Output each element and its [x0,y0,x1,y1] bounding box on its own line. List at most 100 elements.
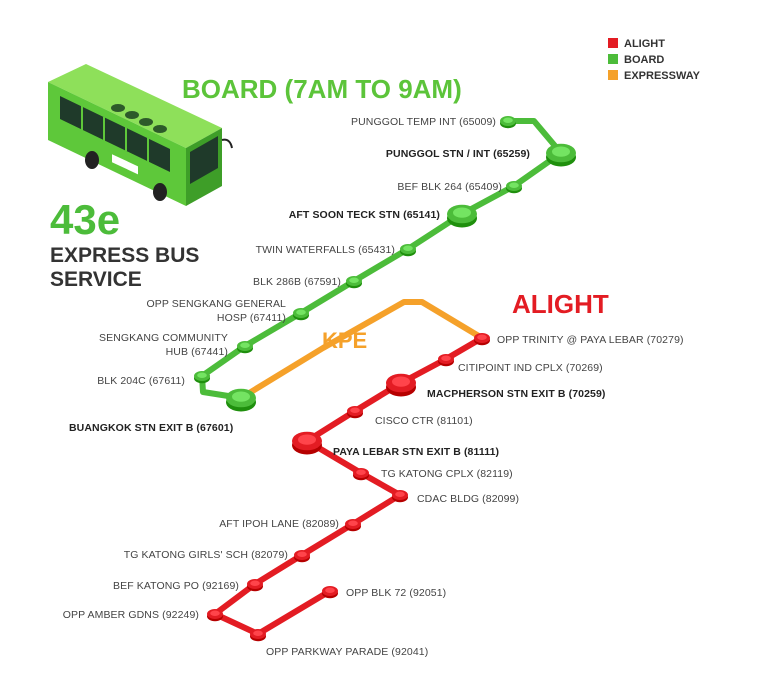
stop-19: TG KATONG GIRLS' SCH (82079) [124,549,310,563]
stop-label-line: AFT SOON TECK STN (65141) [289,209,440,221]
stop-marker-highlight [441,355,451,361]
stop-marker-highlight [403,245,413,251]
stop-label: TG KATONG CPLX (82119) [381,468,513,480]
stop-marker-highlight [509,182,519,188]
stop-marker-highlight [240,342,250,348]
stop-22: OPP PARKWAY PARADE (92041) [250,629,428,658]
board-heading: BOARD (7AM TO 9AM) [182,74,462,104]
stop-label: BLK 204C (67611) [97,375,185,387]
stop-label: BEF BLK 264 (65409) [397,181,502,193]
stop-label-line: PUNGGOL TEMP INT (65009) [351,116,496,128]
stop-marker-highlight [453,207,471,218]
stop-4: AFT SOON TECK STN (65141) [289,204,477,228]
stop-marker-highlight [250,580,260,586]
stop-marker-highlight [232,391,250,402]
stop-marker-highlight [210,610,220,616]
expressway-line [238,299,485,401]
stop-label-line: BEF BLK 264 (65409) [397,181,502,193]
stop-label: BEF KATONG PO (92169) [113,580,239,592]
stop-label-line: TG KATONG GIRLS' SCH (82079) [124,549,288,561]
stop-marker-highlight [296,309,306,315]
stop-label: AFT IPOH LANE (82089) [219,518,339,530]
stop-marker-highlight [356,469,366,475]
service-line2: SERVICE [50,268,142,291]
stop-16: TG KATONG CPLX (82119) [353,468,513,481]
bus-illustration [48,64,233,206]
service-line1: EXPRESS BUS [50,244,199,267]
stop-label-line: AFT IPOH LANE (82089) [219,518,339,530]
stop-label-line: OPP TRINITY @ PAYA LEBAR (70279) [497,334,684,346]
stop-label-line: TWIN WATERFALLS (65431) [256,244,395,256]
stop-label: TG KATONG GIRLS' SCH (82079) [124,549,288,561]
stop-6: BLK 286B (67591) [253,276,362,289]
stop-23: OPP BLK 72 (92051) [322,586,446,599]
legend-label-board: BOARD [624,54,664,66]
stop-5: TWIN WATERFALLS (65431) [256,244,416,257]
legend-swatch-board [608,54,618,64]
legend-label-expressway: EXPRESSWAY [624,70,701,82]
stop-label-line: TG KATONG CPLX (82119) [381,468,513,480]
stop-marker-highlight [325,587,335,593]
stop-label: PUNGGOL TEMP INT (65009) [351,116,496,128]
stop-8: SENGKANG COMMUNITY HUB (67441) [99,332,253,358]
stop-label-line: HOSP (67411) [217,312,286,324]
stop-marker-highlight [297,551,307,557]
service-number: 43e [50,196,120,243]
board-line [199,118,564,401]
stop-label: OPP BLK 72 (92051) [346,587,446,599]
stop-12: CITIPOINT IND CPLX (70269) [438,354,603,374]
stop-label: AFT SOON TECK STN (65141) [289,209,440,221]
stop-label: SENGKANG COMMUNITY HUB (67441) [99,332,228,358]
stop-label: BUANGKOK STN EXIT B (67601) [69,422,233,434]
stop-marker-highlight [395,491,405,497]
stop-label: BLK 286B (67591) [253,276,341,288]
stop-2: PUNGGOL STN / INT (65259) [386,143,576,167]
stops: PUNGGOL TEMP INT (65009) PUNGGOL STN / IN… [63,116,684,658]
stop-marker-highlight [350,407,360,413]
stop-marker-highlight [197,372,207,378]
stop-label-line: CDAC BLDG (82099) [417,493,519,505]
stop-label-line: PAYA LEBAR STN EXIT B (81111) [333,446,499,458]
stop-13: MACPHERSON STN EXIT B (70259) [386,373,606,400]
stop-marker-highlight [477,334,487,340]
stop-label-line: BLK 286B (67591) [253,276,341,288]
stop-label: CISCO CTR (81101) [375,415,473,427]
stop-1: PUNGGOL TEMP INT (65009) [351,116,516,129]
stop-label-line: PUNGGOL STN / INT (65259) [386,148,530,160]
stop-10: BUANGKOK STN EXIT B (67601) [69,388,256,434]
stop-label-line: OPP PARKWAY PARADE (92041) [266,646,428,658]
stop-marker-highlight [392,376,410,387]
stop-label: CITIPOINT IND CPLX (70269) [458,362,603,374]
stop-label: PAYA LEBAR STN EXIT B (81111) [333,446,499,458]
stop-label: OPP SENGKANG GENERAL HOSP (67411) [146,298,286,324]
alight-heading: ALIGHT [512,289,609,319]
stop-20: BEF KATONG PO (92169) [113,579,263,592]
stop-15: PAYA LEBAR STN EXIT B (81111) [292,431,499,458]
legend: ALIGHT BOARD EXPRESSWAY [608,38,701,82]
expressway-label: KPE [322,328,367,353]
stop-label: OPP PARKWAY PARADE (92041) [266,646,428,658]
stop-label: OPP TRINITY @ PAYA LEBAR (70279) [497,334,684,346]
stop-label-line: CISCO CTR (81101) [375,415,473,427]
stop-marker-highlight [349,277,359,283]
stop-label-line: BUANGKOK STN EXIT B (67601) [69,422,233,434]
legend-swatch-alight [608,38,618,48]
stop-label-line: OPP SENGKANG GENERAL [146,298,286,310]
stop-label-line: HUB (67441) [166,346,228,358]
legend-label-alight: ALIGHT [624,38,665,50]
stop-17: CDAC BLDG (82099) [392,490,519,505]
stop-label-line: SENGKANG COMMUNITY [99,332,228,344]
stop-label: OPP AMBER GDNS (92249) [63,609,199,621]
stop-marker-highlight [253,630,263,636]
stop-label-line: OPP AMBER GDNS (92249) [63,609,199,621]
stop-label: TWIN WATERFALLS (65431) [256,244,395,256]
stop-3: BEF BLK 264 (65409) [397,181,522,194]
stop-14: CISCO CTR (81101) [347,406,473,427]
stop-label-line: CITIPOINT IND CPLX (70269) [458,362,603,374]
stop-marker-highlight [298,434,316,445]
legend-swatch-expressway [608,70,618,80]
stop-18: AFT IPOH LANE (82089) [219,518,361,532]
stop-label: CDAC BLDG (82099) [417,493,519,505]
stop-label-line: MACPHERSON STN EXIT B (70259) [427,388,606,400]
